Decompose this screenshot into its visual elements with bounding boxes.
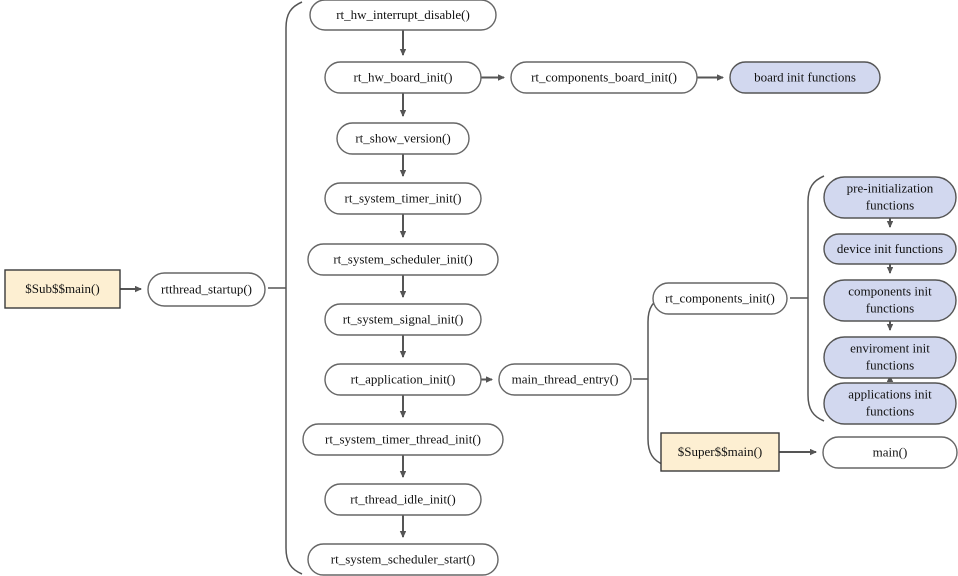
node-rt-system-timer-init[interactable]: rt_system_timer_init() [324, 182, 482, 215]
node-shape-rtthread-startup [147, 272, 266, 307]
node-label-rt-hw-interrupt-disable: rt_hw_interrupt_disable() [336, 7, 470, 22]
node-shape-pre-initialization [823, 176, 957, 219]
node-label-super-main: $Super$$main() [678, 444, 762, 459]
nodes-layer: $Sub$$main() rtthread_startup() rt_hw_inte… [4, 0, 958, 576]
node-shape-main-fn [822, 436, 958, 469]
node-label-rtthread-startup: rtthread_startup() [161, 281, 252, 296]
node-enviroment-init[interactable]: enviroment init functions [823, 336, 957, 379]
node-rt-hw-board-init[interactable]: rt_hw_board_init() [324, 61, 482, 94]
node-sub-main[interactable]: $Sub$$main() [4, 269, 121, 309]
node-label-pre-initialization-line2: functions [866, 197, 914, 212]
node-label-main-thread-entry: main_thread_entry() [512, 371, 619, 386]
brace-components-init [790, 175, 825, 422]
node-label-sub-main: $Sub$$main() [25, 281, 99, 296]
node-board-init-functions[interactable]: board init functions [729, 61, 881, 94]
node-shape-rt-components-board-init [510, 61, 698, 94]
node-components-init[interactable]: components init functions [823, 279, 957, 322]
node-shape-rt-system-timer-init [324, 182, 482, 215]
node-super-main[interactable]: $Super$$main() [660, 432, 780, 472]
node-label-components-init-line1: components init [848, 283, 932, 298]
node-label-rt-hw-board-init: rt_hw_board_init() [354, 69, 453, 84]
node-label-applications-init-line1: applications init [848, 386, 932, 401]
node-shape-rt-application-init [324, 363, 482, 396]
node-shape-rt-system-scheduler-start [307, 543, 499, 576]
node-shape-main-thread-entry [498, 363, 632, 396]
node-label-rt-components-init: rt_components_init() [665, 290, 775, 305]
node-applications-init[interactable]: applications init functions [823, 382, 957, 425]
node-label-rt-system-scheduler-start: rt_system_scheduler_start() [331, 551, 475, 566]
node-shape-rt-show-version [336, 122, 470, 155]
node-rt-system-signal-init[interactable]: rt_system_signal_init() [324, 303, 482, 336]
node-main-fn[interactable]: main() [822, 436, 958, 469]
node-device-init[interactable]: device init functions [823, 233, 957, 265]
node-shape-rt-hw-interrupt-disable [309, 0, 497, 31]
node-shape-enviroment-init [823, 336, 957, 379]
node-label-rt-components-board-init: rt_components_board_init() [531, 69, 677, 84]
brace-main-thread-entry [633, 295, 665, 466]
node-rt-application-init[interactable]: rt_application_init() [324, 363, 482, 396]
node-rt-components-init[interactable]: rt_components_init() [652, 282, 788, 315]
node-shape-rt-thread-idle-init [324, 483, 482, 516]
brace-startup-sequence [268, 1, 303, 575]
node-label-pre-initialization-line1: pre-initialization [847, 180, 934, 195]
node-label-rt-system-timer-thread-init: rt_system_timer_thread_init() [325, 431, 481, 446]
node-shape-rt-system-scheduler-init [307, 243, 499, 276]
node-label-rt-system-scheduler-init: rt_system_scheduler_init() [333, 251, 472, 266]
node-shape-device-init [823, 233, 957, 265]
node-label-rt-thread-idle-init: rt_thread_idle_init() [350, 491, 455, 506]
node-label-device-init: device init functions [837, 241, 943, 256]
node-shape-rt-system-timer-thread-init [302, 423, 504, 456]
node-label-rt-system-timer-init: rt_system_timer_init() [345, 190, 462, 205]
node-rt-system-scheduler-init[interactable]: rt_system_scheduler_init() [307, 243, 499, 276]
node-shape-rt-system-signal-init [324, 303, 482, 336]
node-label-main-fn: main() [873, 444, 908, 459]
node-label-rt-system-signal-init: rt_system_signal_init() [343, 311, 464, 326]
node-shape-super-main [660, 432, 780, 472]
node-shape-rt-hw-board-init [324, 61, 482, 94]
node-shape-rt-components-init [652, 282, 788, 315]
node-rt-system-timer-thread-init[interactable]: rt_system_timer_thread_init() [302, 423, 504, 456]
node-label-rt-application-init: rt_application_init() [351, 371, 456, 386]
braces-layer [268, 1, 825, 575]
node-label-enviroment-init-line1: enviroment init [850, 340, 930, 355]
node-rt-thread-idle-init[interactable]: rt_thread_idle_init() [324, 483, 482, 516]
node-label-board-init-functions: board init functions [754, 69, 856, 84]
edges-layer [120, 30, 894, 538]
node-rt-hw-interrupt-disable[interactable]: rt_hw_interrupt_disable() [309, 0, 497, 31]
node-label-rt-show-version: rt_show_version() [355, 130, 450, 145]
node-label-components-init-line2: functions [866, 300, 914, 315]
node-rt-system-scheduler-start[interactable]: rt_system_scheduler_start() [307, 543, 499, 576]
node-shape-sub-main [4, 269, 121, 309]
node-main-thread-entry[interactable]: main_thread_entry() [498, 363, 632, 396]
node-shape-board-init-functions [729, 61, 881, 94]
node-rt-show-version[interactable]: rt_show_version() [336, 122, 470, 155]
node-shape-components-init [823, 279, 957, 322]
node-pre-initialization[interactable]: pre-initialization functions [823, 176, 957, 219]
node-label-applications-init-line2: functions [866, 403, 914, 418]
node-shape-applications-init [823, 382, 957, 425]
node-label-enviroment-init-line2: functions [866, 357, 914, 372]
node-rt-components-board-init[interactable]: rt_components_board_init() [510, 61, 698, 94]
node-rtthread-startup[interactable]: rtthread_startup() [147, 272, 266, 307]
